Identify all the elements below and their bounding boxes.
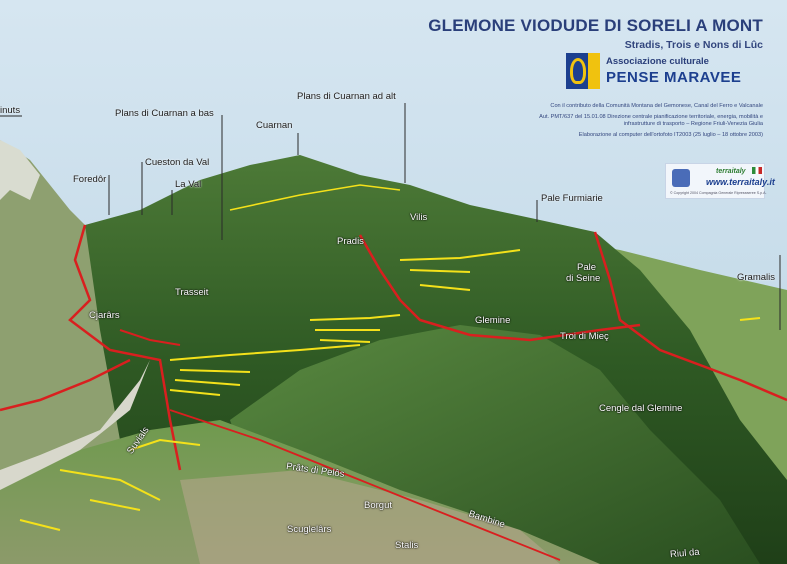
place-label: Plans di Cuarnan ad alt [297,91,396,102]
place-label: Pradis [337,236,364,247]
place-label: La Val [175,179,202,190]
place-label: Cjarârs [89,310,120,321]
association-label: Associazione culturale [606,56,709,67]
place-label: Troi di Mieç [560,331,609,342]
place-label: Scuglelârs [287,524,332,535]
place-label: Vilis [410,212,428,223]
place-label: Trasseit [175,287,209,298]
place-label: Borgut [364,500,392,511]
place-label: Pale Furmiarie [541,193,603,204]
place-label: Cengle dal Glemine [599,403,683,414]
map-header: GLEMONE VIODUDE DI SORELI A MONT Stradis… [428,16,763,51]
map-title: GLEMONE VIODUDE DI SORELI A MONT [428,16,763,35]
place-label: Cuarnan [256,120,293,131]
place-label: Cueston da Val [145,157,210,168]
place-label: Gramalis [737,272,776,283]
credit-line: Aut. PMT/637 del 15.01.08 Direzione cent… [539,113,763,128]
association-name: PENSE MARAVEE [606,69,742,86]
credits-block: Con il contributo della Comunità Montana… [513,103,763,142]
association-block: Associazione culturale PENSE MARAVEE [566,53,766,91]
terraitaly-logo-icon [672,169,690,187]
place-label: di Seine [566,273,601,284]
italian-flag-icon [752,167,762,174]
badge-url: www.terraitaly.it [706,177,775,187]
place-label: Plans di Cuarnan a bas [115,108,214,119]
credit-line: Con il contributo della Comunità Montana… [550,103,763,109]
map-subtitle: Stradis, Trois e Nons di Lûc [624,39,763,51]
badge-brand: terraitaly [716,168,746,175]
place-label: inuts [0,105,21,116]
terraitaly-badge: terraitaly www.terraitaly.it © Copyright… [665,163,775,199]
place-label: Stalis [395,540,419,551]
badge-copyright: © Copyright 2004 Compagnia Generale Ripr… [670,191,767,195]
place-label: Foredôr [73,174,107,185]
association-logo-icon [566,53,600,89]
credit-line: Elaborazione al computer dell'ortofoto I… [578,131,763,138]
place-label: Glemine [475,315,511,326]
place-label: Pale [577,262,597,273]
